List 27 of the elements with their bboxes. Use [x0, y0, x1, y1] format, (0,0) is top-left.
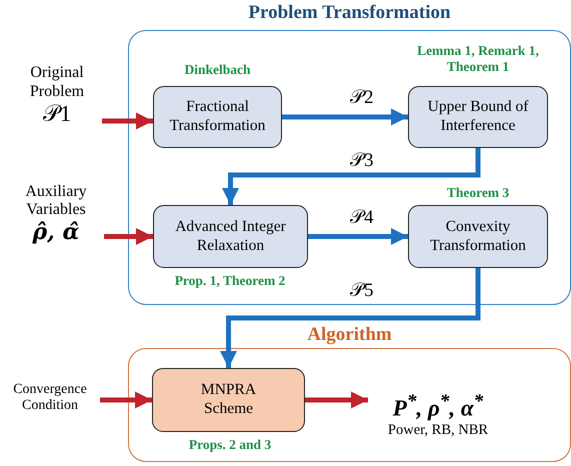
- process-box: Advanced Integer Relaxation: [153, 205, 308, 268]
- arrow: [282, 108, 408, 126]
- process-box: MNPRA Scheme: [152, 368, 305, 432]
- reference-note: Props. 2 and 3: [188, 437, 272, 453]
- reference-note: Dinkelbach: [183, 62, 252, 78]
- process-box: Upper Bound of Interference: [408, 86, 548, 148]
- process-box: Convexity Transformation: [408, 205, 548, 268]
- input-label: Auxiliary Variables: [24, 182, 88, 220]
- math-symbol: Power, RB, NBR: [386, 422, 490, 439]
- arrow: [308, 228, 408, 245]
- math-symbol: 𝒫1: [42, 101, 72, 128]
- reference-note: Theorem 3: [446, 185, 510, 201]
- arrow: [222, 148, 480, 205]
- arrow: [305, 392, 368, 408]
- arrow: [104, 228, 153, 245]
- math-symbol: ρ̂, α̂: [31, 220, 80, 246]
- input-label: Original Problem: [28, 64, 86, 102]
- input-label: P$^{*}$, ρ$^{*}$, α$^{*}$: [392, 391, 484, 422]
- process-box: Fractional Transformation: [153, 86, 282, 148]
- arrow: [220, 268, 480, 368]
- reference-note: Prop. 1, Theorem 2: [174, 273, 286, 289]
- input-label: Convergence Condition: [12, 382, 88, 414]
- arrow: [100, 392, 152, 408]
- group-heading: Algorithm: [306, 324, 393, 346]
- reference-note: Lemma 1, Remark 1, Theorem 1: [416, 43, 540, 74]
- group-heading: Problem Transformation: [247, 2, 452, 24]
- arrow: [102, 112, 153, 130]
